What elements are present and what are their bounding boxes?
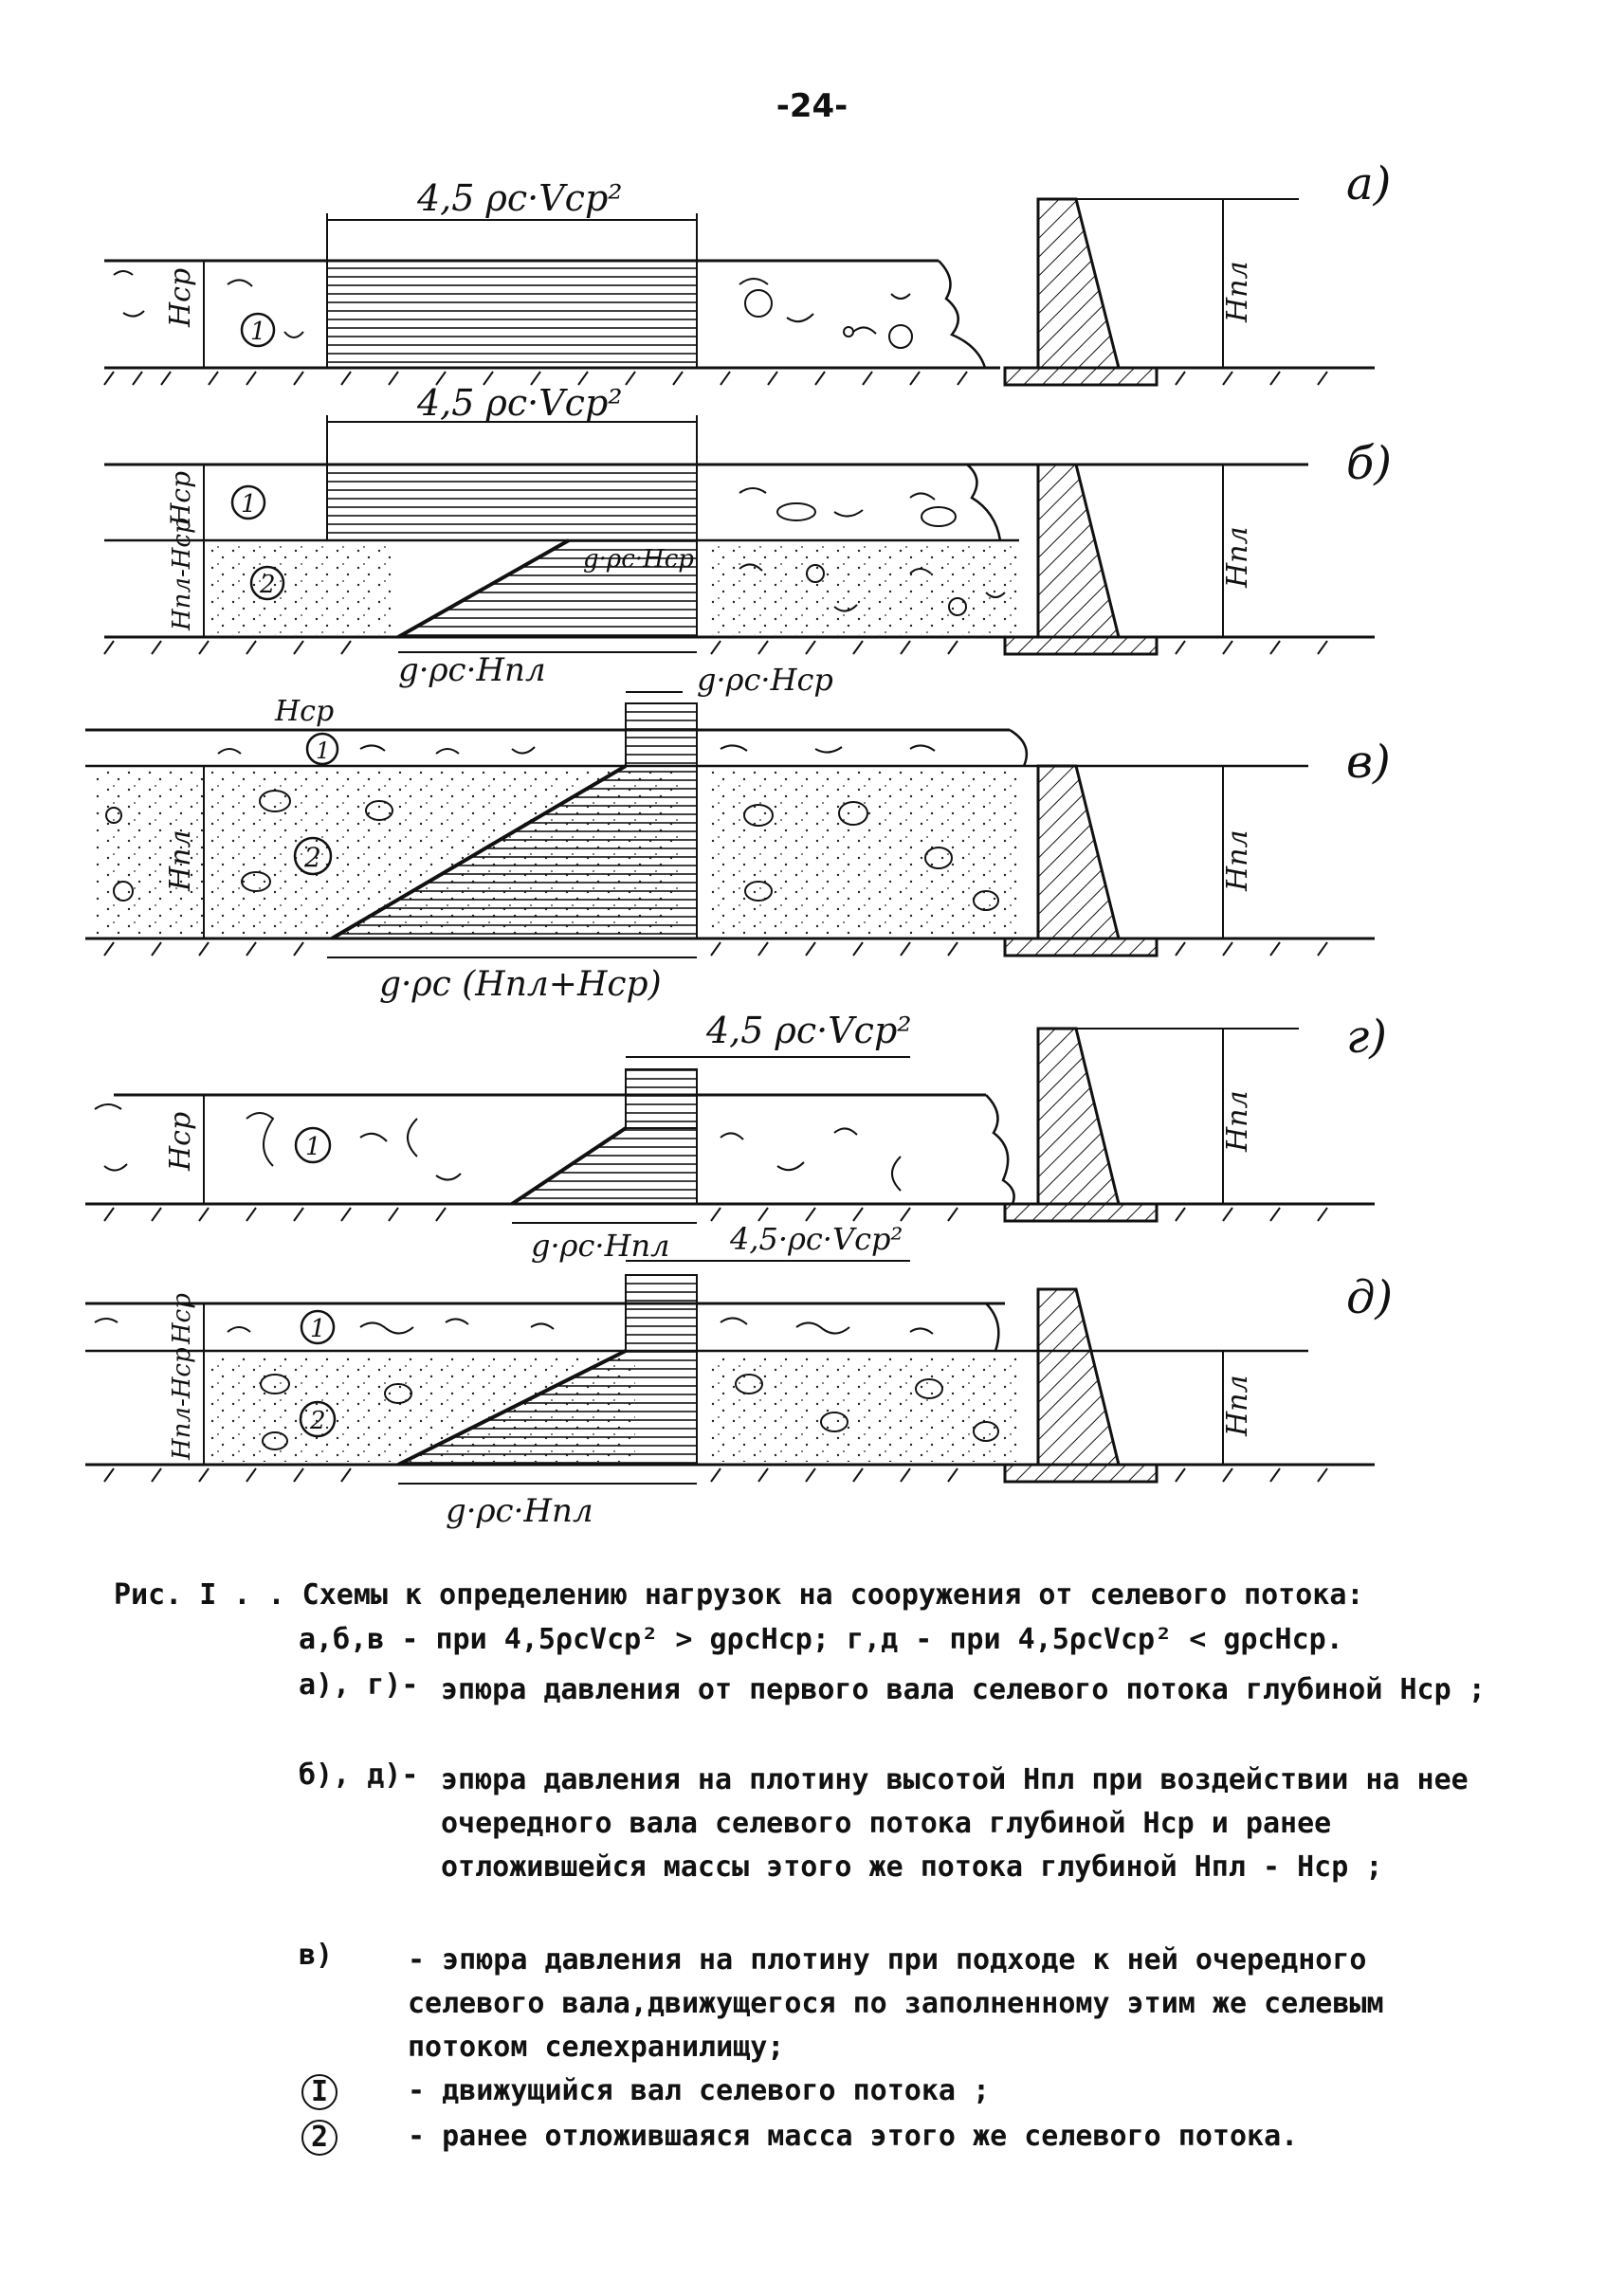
- panel-e-left-lower: Hпл-Hср: [168, 1347, 196, 1461]
- panel-c-bottom-label: g·ρc (Hпл+Hср): [379, 965, 662, 1004]
- panel-a-left-label: Hср: [164, 268, 197, 328]
- panel-e-top-label: 4,5·ρc·Vср²: [729, 1221, 903, 1257]
- panel-e-left-upper: Hср: [168, 1293, 196, 1345]
- panel-d-dam-height: Hпл: [1221, 1090, 1254, 1153]
- ground-hatching: [103, 371, 1328, 1483]
- panel-b-left-lower: Hпл-Hср: [168, 518, 196, 631]
- panel-b-tag: б): [1346, 437, 1392, 490]
- load-schemes-figure: 4,5 ρc·Vср² Hср 1 Hпл а) 4,5 ρc·Vср² g·ρ…: [85, 157, 1393, 1530]
- panel-b-right-label: g·ρc·Hср: [583, 545, 694, 574]
- panel-e-zone1-marker: 1: [310, 1315, 326, 1343]
- panel-d-left-label: Hср: [164, 1112, 197, 1172]
- panel-b-zone2-marker: 2: [259, 571, 276, 599]
- panel-d-bottom-label: g·ρc·Hпл: [531, 1228, 669, 1264]
- panel-d-top-label: 4,5 ρc·Vср²: [705, 1010, 912, 1051]
- panel-c-top-right: g·ρc·Hср: [697, 662, 833, 698]
- panel-b: 4,5 ρc·Vср² g·ρc·Hср g·ρc·Hпл Hср Hпл-Hс…: [104, 382, 1392, 689]
- panel-c-dam-height: Hпл: [1221, 829, 1254, 892]
- panel-e-dam-height: Hпл: [1221, 1375, 1254, 1437]
- panel-c-zone2-marker: 2: [303, 842, 321, 873]
- legend-text-2: - ранее отложившаяся масса этого же селе…: [408, 2120, 1299, 2153]
- caption-item-key-ag: а), г)-: [299, 1668, 419, 1702]
- panel-b-bottom-label: g·ρc·Hпл: [398, 651, 546, 689]
- legend-marker-2: 2: [301, 2120, 338, 2156]
- panel-e-tag: д): [1346, 1271, 1393, 1324]
- panel-e-zone2-marker: 2: [309, 1407, 326, 1435]
- caption-title: Рис. I . . Схемы к определению нагрузок …: [114, 1578, 1364, 1612]
- legend-text-1: - движущийся вал селевого потока ;: [408, 2074, 991, 2107]
- panel-c: Hср g·ρc·Hср g·ρc (Hпл+Hср) Hпл 1 2 Hпл …: [85, 662, 1391, 1004]
- panel-d: 4,5 ρc·Vср² g·ρc·Hпл Hср 1 Hпл г): [85, 1010, 1387, 1264]
- panel-a-dam-height: Hпл: [1221, 261, 1254, 323]
- panel-c-zone1-marker: 1: [316, 738, 330, 764]
- panel-a-top-label: 4,5 ρc·Vср²: [416, 177, 623, 219]
- panel-b-left-upper: Hср: [165, 471, 196, 527]
- caption-condition-line: а,б,в - при 4,5ρcVср² > gρcHср; г,д - пр…: [299, 1623, 1343, 1656]
- panel-d-tag: г): [1346, 1011, 1387, 1064]
- panel-e-bottom-label: g·ρc·Hпл: [446, 1492, 593, 1530]
- panel-a: 4,5 ρc·Vср² Hср 1 Hпл а): [104, 157, 1391, 387]
- panel-d-zone1-marker: 1: [305, 1133, 321, 1161]
- caption-item-key-bd: б), д)-: [299, 1758, 419, 1792]
- panel-c-left-label: Hпл: [164, 829, 197, 892]
- caption-item-text-ag: эпюра давления от первого вала селевого …: [441, 1673, 1486, 1706]
- legend-marker-1: I: [301, 2074, 338, 2110]
- page-number: -24-: [776, 87, 848, 125]
- caption-item-text-bd: эпюра давления на плотину высотой Hпл пр…: [441, 1763, 1469, 1884]
- panel-e: 4,5·ρc·Vср² g·ρc·Hпл Hср Hпл-Hср 1 2 Hпл…: [85, 1221, 1393, 1530]
- panel-c-tag: в): [1346, 736, 1391, 789]
- panel-b-top-label: 4,5 ρc·Vср²: [416, 382, 623, 424]
- panel-a-tag: а): [1346, 157, 1391, 210]
- caption-item-key-v: в): [299, 1939, 334, 1972]
- panel-b-zone1-marker: 1: [241, 490, 257, 519]
- caption-item-text-v: - эпюра давления на плотину при подходе …: [408, 1943, 1384, 2064]
- panel-a-zone1-marker: 1: [250, 318, 266, 346]
- panel-c-top-left: Hср: [274, 695, 334, 728]
- panel-b-dam-height: Hпл: [1221, 526, 1254, 589]
